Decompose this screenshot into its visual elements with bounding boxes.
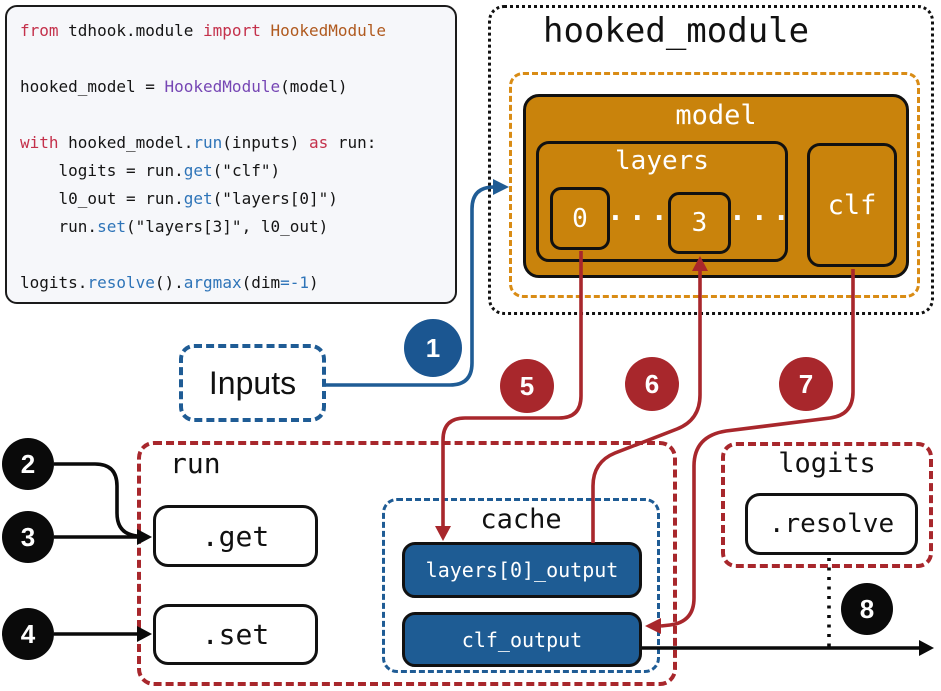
step-badge-4: 4 <box>2 608 54 660</box>
step-badge-2: 2 <box>2 438 54 490</box>
step-badge-7: 7 <box>779 357 833 411</box>
model-label: model <box>675 100 757 131</box>
cache-slot-clf-output: clf_output <box>402 612 642 667</box>
logits-title: logits <box>778 448 876 479</box>
step-badge-6: 6 <box>625 357 679 411</box>
hooked-module-title: hooked_module <box>543 11 810 51</box>
output-arrowhead-icon <box>919 640 934 656</box>
inputs-box: Inputs <box>179 344 326 422</box>
step-badge-8: 8 <box>841 583 893 635</box>
code-panel: from tdhook.module import HookedModule h… <box>5 5 457 304</box>
layer-3-box: 3 <box>668 192 731 254</box>
step-badge-1: 1 <box>404 319 462 377</box>
code-lines: from tdhook.module import HookedModule h… <box>20 21 387 292</box>
ellipsis-right: ··· <box>729 201 795 234</box>
step-badge-3: 3 <box>2 511 54 563</box>
ellipsis-left: ··· <box>607 201 673 234</box>
layers-box <box>536 141 788 262</box>
resolve-method-box: .resolve <box>745 493 918 555</box>
clf-box: clf <box>807 143 897 267</box>
step2-line <box>54 462 138 538</box>
layer-0-box: 0 <box>550 187 610 250</box>
cache-slot-layers0-output: layers[0]_output <box>402 542 642 598</box>
set-method-box: .set <box>153 604 318 665</box>
step-badge-5: 5 <box>500 359 554 413</box>
cache-title: cache <box>480 504 562 535</box>
run-title: run <box>170 447 221 480</box>
layers-label: layers <box>615 146 709 176</box>
get-method-box: .get <box>153 505 318 567</box>
